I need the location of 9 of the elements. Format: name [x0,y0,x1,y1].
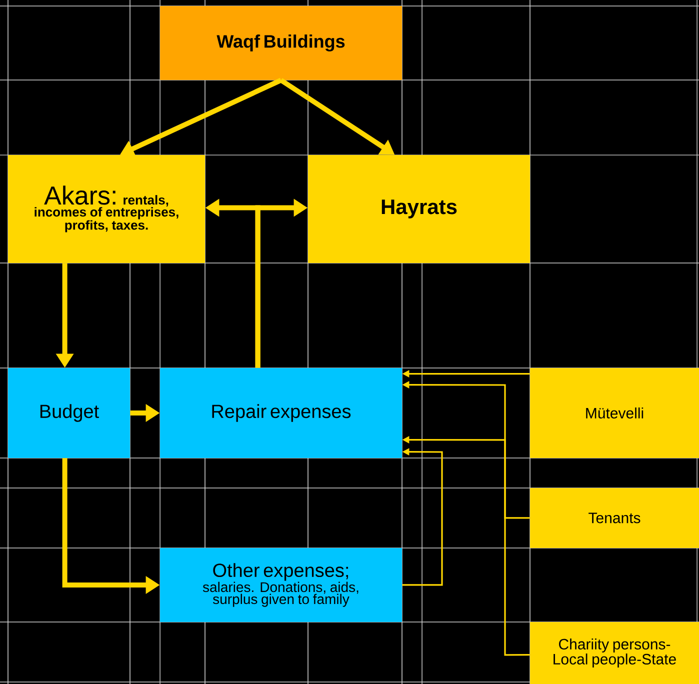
income-box: Akars: rentals, incomes of entreprises, profits, taxes. [8,154,205,263]
category-box: Hayrats [308,154,530,263]
actor-box: Tenants [530,488,699,548]
process-box: Repair expenses [160,368,402,458]
title-box: Waqf Buildings [160,6,402,80]
process-box: Budget [8,368,130,458]
process-box: Other expenses; salaries. Donations, aids, surplus given to family [160,548,402,622]
actor-box: Chariity persons-Local people-State [530,622,699,684]
actor-box: Mütevelli [530,368,699,458]
